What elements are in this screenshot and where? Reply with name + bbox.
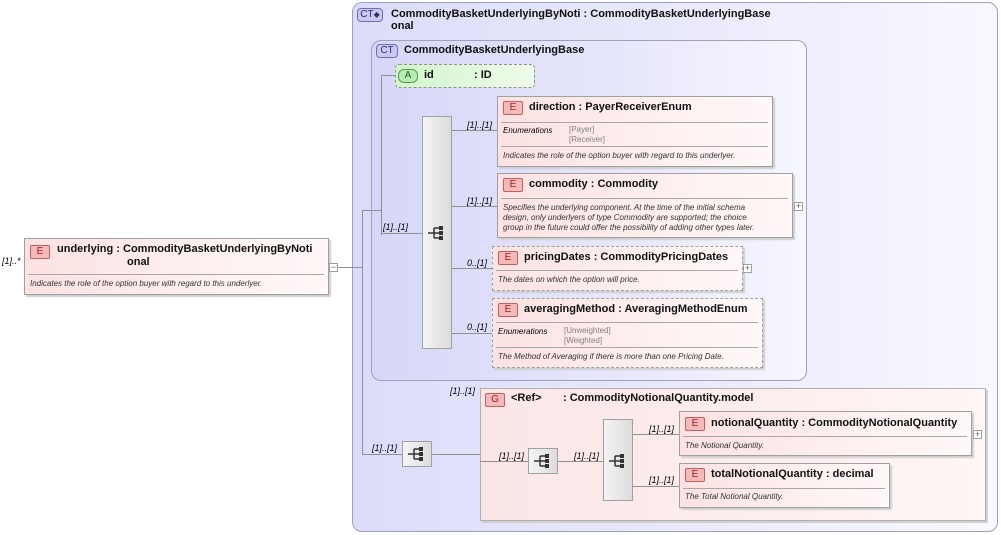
element-doc: Indicates the role of the option buyer w… — [30, 279, 263, 288]
element-direction[interactable] — [497, 96, 773, 167]
element-notionalquantity[interactable] — [679, 411, 972, 456]
connector-line — [633, 486, 679, 487]
pricingdates-cardinality: 0..[1] — [467, 258, 488, 268]
attribute-name: id — [424, 69, 434, 81]
element-badge: E — [503, 101, 523, 115]
connector-line — [633, 434, 679, 435]
attribute-id[interactable] — [395, 64, 535, 88]
element-badge: E — [503, 178, 523, 192]
attribute-badge: A — [398, 69, 418, 83]
element-title: commodity : Commodity — [529, 178, 658, 190]
sequence-icon — [408, 447, 423, 461]
connector-line — [381, 233, 423, 234]
connector-line — [362, 454, 402, 455]
sequence-icon — [428, 226, 443, 240]
divider — [501, 122, 768, 123]
enum-value: [Unweighted] — [564, 326, 611, 335]
element-doc: The dates on which the option will price… — [498, 275, 640, 284]
inner-sequence-compositor[interactable] — [603, 419, 633, 501]
sequence-cardinality: [1]..[1] — [383, 222, 409, 232]
complex-type-badge: CT◆ — [357, 8, 383, 22]
element-badge: E — [498, 303, 518, 317]
connector-line — [452, 268, 492, 269]
element-badge: E — [498, 251, 518, 265]
connector-line — [362, 210, 382, 211]
element-pricingdates[interactable] — [492, 246, 743, 291]
enumerations-label: Enumerations — [503, 126, 553, 135]
element-title: direction : PayerReceiverEnum — [529, 101, 692, 113]
element-badge: E — [30, 245, 50, 259]
element-title: underlying : CommodityBasketUnderlyingBy… — [57, 243, 313, 255]
complex-type-title: CommodityBasketUnderlyingByNoti : Commod… — [391, 8, 771, 20]
connector-line — [480, 461, 528, 462]
element-totalnotionalquantity[interactable] — [679, 463, 890, 508]
element-doc: design, only underlyers of type Commodit… — [503, 213, 747, 222]
connector-line — [452, 333, 492, 334]
group-cardinality: [1]..[1] — [450, 386, 476, 396]
connector-line — [381, 75, 395, 76]
divider — [501, 146, 768, 147]
element-doc: The Notional Quantity. — [685, 441, 765, 450]
sequence-icon — [534, 454, 549, 468]
enum-value: [Payer] — [569, 125, 595, 134]
connector-line — [329, 267, 362, 268]
group-ref: <Ref> — [511, 392, 542, 404]
commodity-cardinality: [1]..[1] — [467, 196, 493, 206]
element-badge: E — [685, 417, 705, 431]
collapse-underlying-button[interactable]: − — [329, 262, 338, 272]
direction-cardinality: [1]..[1] — [467, 120, 493, 130]
element-averagingmethod[interactable] — [492, 298, 763, 368]
divider — [496, 322, 758, 323]
averagingmethod-cardinality: 0..[1] — [467, 322, 488, 332]
enum-value: [Weighted] — [564, 336, 603, 345]
connector-line — [381, 75, 382, 235]
divider — [683, 488, 885, 489]
connector-line — [558, 461, 603, 462]
connector-line — [452, 130, 497, 131]
outer-sequence-cardinality: [1]..[1] — [372, 443, 398, 453]
connector-line — [452, 206, 497, 207]
element-commodity[interactable] — [497, 173, 793, 238]
complex-type-title-wrap: onal — [391, 20, 414, 32]
seq1-cardinality: [1]..[1] — [499, 451, 525, 461]
attribute-type: : ID — [474, 69, 492, 81]
element-doc: Indicates the role of the option buyer w… — [503, 151, 736, 160]
group-badge: G — [485, 393, 505, 407]
total-notional-cardinality: [1]..[1] — [649, 475, 675, 485]
outer-sequence-compositor[interactable] — [402, 441, 432, 467]
base-type-title: CommodityBasketUnderlyingBase — [404, 44, 585, 56]
element-badge: E — [685, 468, 705, 482]
expand-notionalquantity-button[interactable]: + — [973, 429, 982, 439]
element-doc: The Total Notional Quantity. — [685, 492, 784, 501]
element-doc: group in the future could offer the poss… — [503, 223, 755, 232]
element-doc: The Method of Averaging if there is more… — [498, 352, 724, 361]
group-sequence-compositor[interactable] — [528, 448, 558, 474]
element-title: totalNotionalQuantity : decimal — [711, 468, 874, 480]
group-type: : CommodityNotionalQuantity.model — [563, 392, 754, 404]
divider — [496, 270, 738, 271]
divider — [501, 198, 788, 199]
expand-pricingdates-button[interactable]: + — [743, 263, 752, 273]
connector-line — [362, 210, 363, 454]
divider — [28, 274, 324, 275]
element-underlying[interactable] — [24, 238, 329, 295]
connector-line — [432, 454, 480, 455]
enumerations-label: Enumerations — [498, 327, 548, 336]
sequence-icon — [609, 454, 624, 468]
divider — [683, 436, 967, 437]
expand-commodity-button[interactable]: + — [794, 201, 803, 211]
element-title: notionalQuantity : CommodityNotionalQuan… — [711, 417, 958, 429]
divider — [496, 347, 758, 348]
element-title: averagingMethod : AveragingMethodEnum — [524, 303, 748, 315]
notional-cardinality: [1]..[1] — [649, 424, 675, 434]
seq2-cardinality: [1]..[1] — [574, 451, 600, 461]
element-title-wrap: onal — [127, 256, 150, 268]
base-type-badge: CT — [376, 44, 398, 58]
element-doc: Specifies the underlying component. At t… — [503, 203, 746, 212]
element-title: pricingDates : CommodityPricingDates — [524, 251, 729, 263]
enum-value: [Receiver] — [569, 135, 606, 144]
root-cardinality: [1]..* — [2, 256, 21, 266]
